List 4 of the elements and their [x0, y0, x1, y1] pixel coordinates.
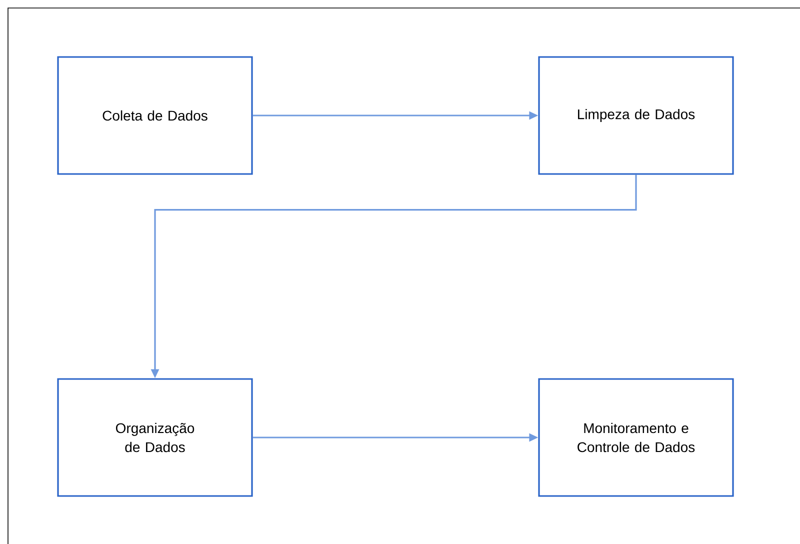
process-box: Coleta de Dados — [57, 56, 253, 175]
process-box: Monitoramento e Controle de Dados — [538, 378, 734, 497]
process-box: Organização de Dados — [57, 378, 253, 497]
process-box: Limpeza de Dados — [538, 56, 734, 175]
